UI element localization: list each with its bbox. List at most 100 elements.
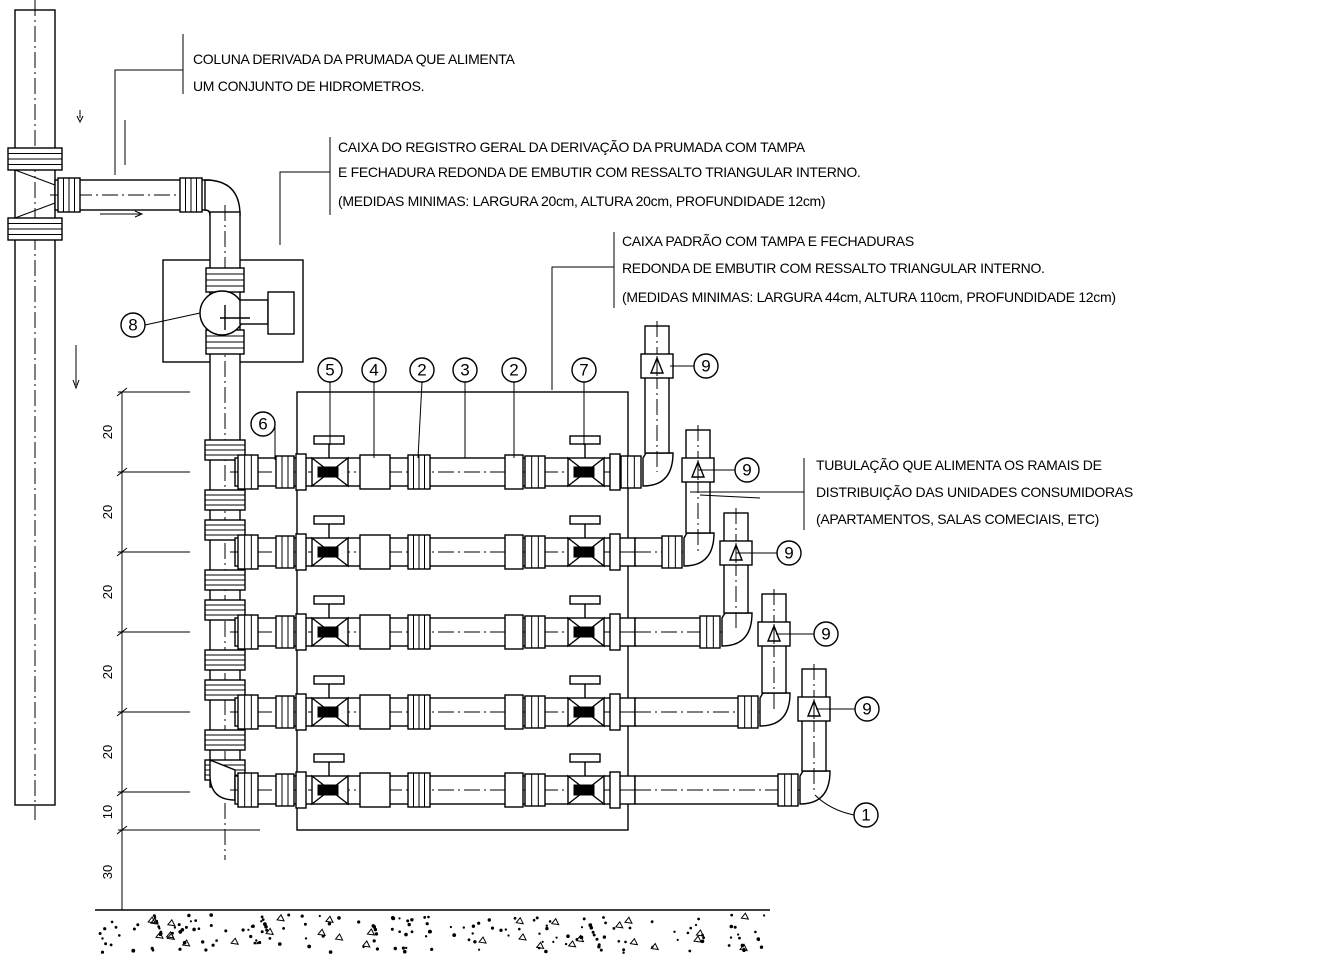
concrete-speckle [393,946,397,951]
concrete-speckle [424,935,428,938]
coupling [275,455,295,489]
concrete-speckle [612,927,616,930]
tag-1: 1 [853,802,879,828]
dimension-tick [116,387,128,397]
concrete-speckle [564,942,568,946]
concrete-speckle [261,918,265,921]
concrete-speckle [545,926,549,931]
tag-2a: 2 [409,357,435,383]
concrete-aggregate [166,918,176,927]
concrete-speckle [260,920,263,923]
valve-body [317,466,339,478]
svg-text:5: 5 [325,361,334,380]
tag-7: 7 [571,357,597,383]
coupling [237,772,259,808]
leader-coluna [114,34,184,175]
concrete-speckle [538,932,541,935]
concrete-speckle [177,923,181,927]
tag-4: 4 [361,357,387,383]
concrete-speckle [548,920,552,923]
concrete-aggregate [515,916,525,925]
concrete-speckle [204,948,208,952]
tag-5: 5 [317,357,343,383]
coupling [275,535,295,569]
concrete-speckle [423,916,427,919]
concrete-speckle [507,934,510,937]
tag-6: 6 [250,411,276,437]
concrete-speckle [398,930,402,934]
note-tubulacao: TUBULAÇÃO QUE ALIMENTA OS RAMAIS DE DIST… [816,457,1133,527]
note-caixa-padrao: CAIXA PADRÃO COM TAMPA E FECHADURAS REDO… [622,233,1116,305]
valve-body [317,626,339,638]
union [359,454,391,490]
concrete-speckle [729,924,734,929]
nut [504,614,524,650]
concrete-speckle [697,917,700,921]
dimension-3: 20 [100,585,115,599]
flange [295,613,307,651]
tag-9-4: 9 [813,621,839,647]
dimension-5: 20 [100,745,115,759]
concrete-speckle [490,926,495,930]
concrete-speckle [192,927,196,932]
svg-text:4: 4 [369,361,378,380]
concrete-speckle [763,914,766,917]
concrete-speckle [599,948,603,952]
concrete-speckle [628,926,632,930]
concrete-speckle [215,939,218,942]
note-registro-line1: CAIXA DO REGISTRO GERAL DA DERIVAÇÃO DA … [338,139,806,155]
concrete-speckle [403,949,407,954]
nut [504,772,524,808]
concrete-speckle [209,913,213,917]
flow-arrow [72,345,80,390]
note-tubulacao-line2: DISTRIBUIÇÃO DAS UNIDADES CONSUMIDORAS [816,484,1133,500]
dimension-tick [116,787,128,797]
valve-handle [569,595,601,605]
concrete-aggregate [650,942,660,951]
valve-handle [569,675,601,685]
svg-text:2: 2 [417,361,426,380]
union [359,534,391,570]
leader-tubulacao [690,458,805,530]
valve-body [573,784,595,796]
concrete-speckle [209,924,213,927]
concrete-speckle [390,927,394,931]
concrete-speckle [688,949,692,953]
nut [504,454,524,490]
standard-box [296,391,629,831]
concrete-speckle [733,925,737,929]
concrete-speckle [595,937,599,941]
valve-handle [313,595,345,605]
concrete-aggregate [550,917,560,926]
concrete-speckle [473,940,477,944]
concrete-speckle [184,925,188,929]
concrete-speckle [151,948,155,952]
note-coluna: COLUNA DERIVADA DA PRUMADA QUE ALIMENTA … [193,51,516,94]
valve-body [573,706,595,718]
note-caixa-line3: (MEDIDAS MINIMAS: LARGURA 44cm, ALTURA 1… [622,289,1116,305]
coupling [620,455,642,489]
concrete-speckle [372,939,376,943]
concrete-speckle [247,928,250,931]
leader-tag-1 [814,794,855,816]
concrete-speckle [224,929,228,933]
flange [295,771,307,809]
concrete-speckle [98,932,102,935]
concrete-speckle [624,940,627,944]
valve-handle [313,675,345,685]
dimension-4: 20 [100,665,115,679]
pipe-geometry [7,0,855,954]
dimension-7: 30 [100,865,115,879]
concrete-speckle [487,918,491,922]
concrete-speckle [307,944,312,949]
concrete-speckle [136,923,140,927]
concrete-speckle [425,922,429,926]
valve-body [573,626,595,638]
concrete-speckle [604,921,607,925]
coupling [237,694,259,730]
leader-registro [279,137,331,245]
concrete-speckle [118,934,121,937]
concrete-speckle [287,913,291,917]
concrete-speckle [566,934,570,939]
outlet-elbow [759,692,791,727]
